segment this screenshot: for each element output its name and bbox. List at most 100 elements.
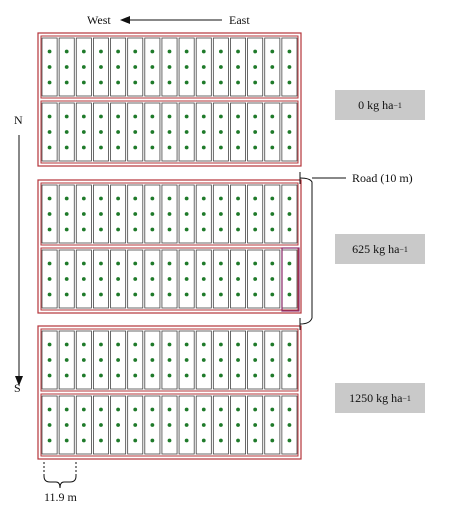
sample-point bbox=[270, 80, 275, 85]
plot bbox=[230, 395, 246, 455]
sample-point bbox=[81, 373, 86, 378]
sample-point bbox=[99, 342, 103, 347]
plot bbox=[75, 184, 92, 244]
sample-point bbox=[236, 49, 240, 54]
south-label: S bbox=[14, 381, 21, 395]
sample-point bbox=[150, 358, 155, 362]
highlighted-plot bbox=[281, 247, 300, 312]
sample-point bbox=[150, 342, 155, 347]
sample-point bbox=[133, 130, 138, 134]
plot bbox=[110, 184, 127, 244]
plot bbox=[93, 395, 109, 455]
plot bbox=[212, 249, 229, 309]
plot bbox=[247, 37, 264, 97]
sample-point bbox=[150, 407, 155, 412]
sample-point bbox=[116, 227, 120, 232]
sample-point bbox=[236, 130, 240, 134]
sample-point bbox=[64, 145, 69, 150]
north-south-arrowhead bbox=[15, 376, 23, 386]
plot bbox=[93, 330, 109, 390]
sample-point bbox=[133, 373, 138, 378]
sample-point bbox=[150, 114, 155, 119]
sample-point bbox=[167, 423, 172, 427]
sample-point bbox=[99, 261, 103, 266]
sample-point bbox=[133, 196, 138, 201]
sample-point bbox=[201, 65, 206, 69]
plot bbox=[110, 102, 127, 162]
sample-point bbox=[81, 80, 86, 85]
sample-point bbox=[184, 277, 189, 281]
plot bbox=[281, 37, 298, 97]
sample-point bbox=[219, 114, 223, 119]
plot bbox=[110, 395, 127, 455]
plot bbox=[161, 395, 178, 455]
sample-point bbox=[201, 227, 206, 232]
sample-point bbox=[47, 145, 52, 150]
plot bbox=[264, 395, 281, 455]
sample-point bbox=[47, 196, 52, 201]
sample-point bbox=[219, 261, 223, 266]
sample-point bbox=[116, 196, 120, 201]
sample-point bbox=[150, 196, 155, 201]
plot bbox=[178, 395, 195, 455]
sample-point bbox=[133, 80, 138, 85]
plot bbox=[144, 184, 161, 244]
plot bbox=[110, 249, 127, 309]
sample-point bbox=[201, 145, 206, 150]
sample-point bbox=[253, 423, 258, 427]
sample-point bbox=[133, 65, 138, 69]
sample-point bbox=[167, 227, 172, 232]
sample-point bbox=[133, 358, 138, 362]
sample-point bbox=[64, 227, 69, 232]
sample-point bbox=[167, 114, 172, 119]
sample-point bbox=[47, 277, 52, 281]
sample-point bbox=[201, 212, 206, 216]
sample-point bbox=[184, 423, 189, 427]
sample-point bbox=[236, 227, 240, 232]
sample-point bbox=[201, 130, 206, 134]
rate-unit: kg ha bbox=[373, 241, 400, 256]
sample-point bbox=[184, 49, 189, 54]
plot bbox=[230, 184, 246, 244]
plot bbox=[281, 395, 298, 455]
sample-point bbox=[201, 49, 206, 54]
sample-point bbox=[236, 438, 240, 443]
block-outline bbox=[37, 32, 302, 167]
sample-point bbox=[236, 145, 240, 150]
plot bbox=[41, 37, 58, 97]
sample-point bbox=[270, 49, 275, 54]
plot bbox=[247, 249, 264, 309]
sample-point bbox=[236, 212, 240, 216]
sample-point bbox=[287, 407, 292, 412]
sample-point bbox=[64, 49, 69, 54]
sample-point bbox=[236, 423, 240, 427]
sample-point bbox=[219, 407, 223, 412]
plot bbox=[41, 249, 58, 309]
sample-point bbox=[287, 261, 292, 266]
rate-exp: −1 bbox=[393, 100, 402, 110]
sample-point bbox=[201, 80, 206, 85]
sample-point bbox=[133, 292, 138, 297]
sample-point bbox=[167, 373, 172, 378]
sample-point bbox=[99, 292, 103, 297]
plot bbox=[110, 37, 127, 97]
plot bbox=[144, 102, 161, 162]
sample-point bbox=[47, 292, 52, 297]
sample-point bbox=[47, 130, 52, 134]
plot bbox=[264, 330, 281, 390]
sample-point bbox=[47, 438, 52, 443]
plot bbox=[127, 37, 144, 97]
plot bbox=[58, 249, 75, 309]
plot bbox=[110, 330, 127, 390]
plot bbox=[230, 37, 246, 97]
sample-point bbox=[64, 358, 69, 362]
sample-point bbox=[287, 196, 292, 201]
sample-point bbox=[150, 292, 155, 297]
sample-point bbox=[47, 49, 52, 54]
north-label: N bbox=[14, 113, 23, 127]
plot bbox=[230, 330, 246, 390]
sample-point bbox=[184, 261, 189, 266]
sample-point bbox=[270, 130, 275, 134]
road-label: Road (10 m) bbox=[352, 171, 413, 185]
